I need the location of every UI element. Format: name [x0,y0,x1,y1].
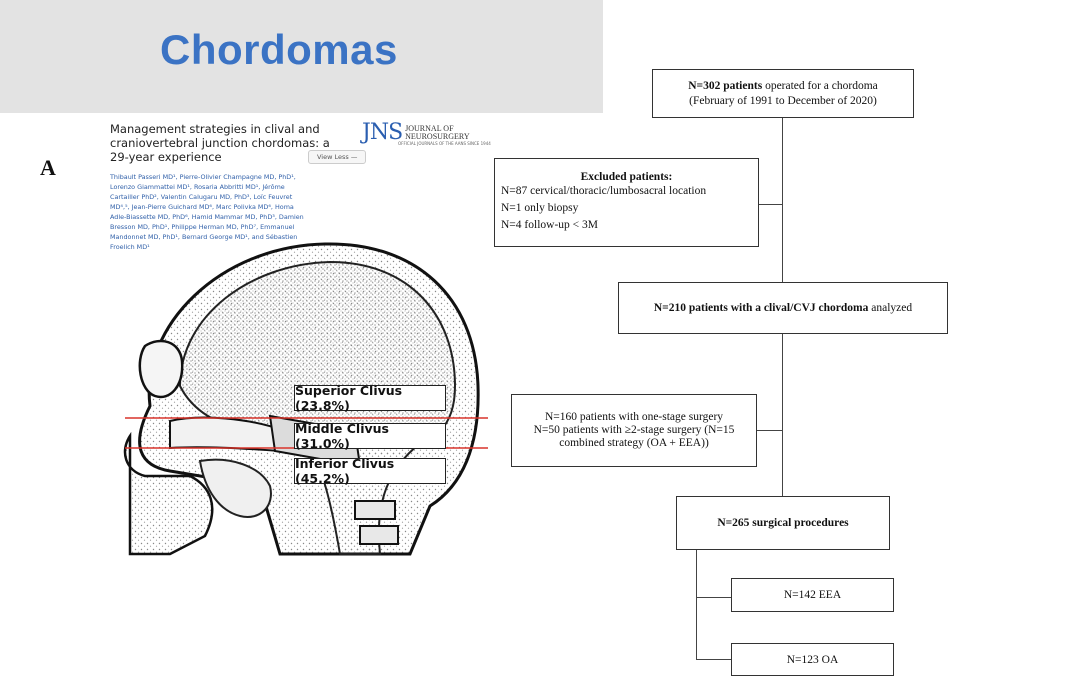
analyzed-bold: N=210 patients with a clival/CVJ chordom… [653,302,869,314]
panel-letter: A [40,155,56,180]
connector-main-1 [782,117,783,287]
connector-eea [696,597,731,598]
stages-line2: N=50 patients with ≥2-stage surgery (N=1… [533,424,735,436]
journal-logo: JNS JOURNAL OF NEUROSURGERY [362,120,470,145]
total-line1: N=302 patients operated for a chordoma [688,80,878,92]
slide-title: Chordomas [160,26,398,73]
eea-label: N=142 EEA [783,589,842,601]
analyzed-text: N=210 patients with a clival/CVJ chordom… [654,302,912,314]
journal-name: JOURNAL OF NEUROSURGERY [405,123,470,141]
title-bar [0,0,603,113]
journal-tagline: OFFICIAL JOURNALS OF THE AANS SINCE 1944 [398,141,491,146]
total-rest: operated for a chordoma [762,80,878,92]
stages-line3: combined strategy (OA + EEA)) [559,437,709,449]
label-middle-clivus: Middle Clivus (31.0%) [294,421,446,451]
box-analyzed-patients: N=210 patients with a clival/CVJ chordom… [618,282,948,334]
box-excluded-patients: Excluded patients: N=87 cervical/thoraci… [494,158,759,247]
view-less-button[interactable]: View Less — [308,150,367,164]
paper-title: Management strategies in clival and cran… [110,122,330,164]
excluded-item: N=1 only biopsy [501,202,579,214]
procedures-label: N=265 surgical procedures [717,517,849,529]
box-surgery-stages: N=160 patients with one-stage surgery N=… [511,394,757,467]
journal-name-line2: NEUROSURGERY [405,131,470,141]
journal-abbrev: JNS [362,120,403,145]
box-eea: N=142 EEA [731,578,894,612]
box-oa: N=123 OA [731,643,894,676]
connector-stages [757,430,782,431]
excluded-title: Excluded patients: [580,171,673,183]
paper-authors: Thibault Passeri MD¹, Pierre-Olivier Cha… [110,173,304,251]
box-total-patients: N=302 patients operated for a chordoma (… [652,69,914,118]
total-bold: N=302 patients [688,80,763,92]
label-inferior-clivus: Inferior Clivus (45.2%) [294,456,446,486]
connector-main-2 [782,334,783,497]
analyzed-rest: analyzed [868,302,913,314]
excluded-item: N=87 cervical/thoracic/lumbosacral locat… [501,185,707,197]
connector-branch [696,549,697,659]
connector-excluded [757,204,782,205]
box-surgical-procedures: N=265 surgical procedures [676,496,890,550]
total-line2: (February of 1991 to December of 2020) [689,95,877,107]
connector-oa [696,659,731,660]
label-superior-clivus: Superior Clivus (23.8%) [294,383,446,413]
excluded-item: N=4 follow-up < 3M [501,219,598,231]
stages-line1: N=160 patients with one-stage surgery [544,411,724,423]
oa-label: N=123 OA [786,653,839,666]
paper-header: Management strategies in clival and cran… [110,122,480,252]
journal-name-line1: JOURNAL OF [405,123,454,133]
